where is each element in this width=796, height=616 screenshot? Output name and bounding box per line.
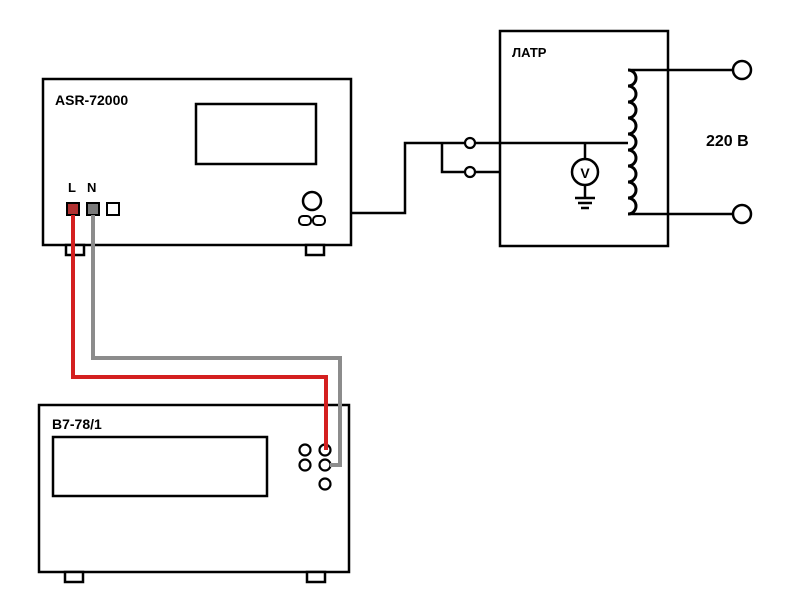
wire-n xyxy=(91,215,342,467)
b7-78-1-display xyxy=(51,435,269,498)
b7-78-1-unit: B7-78/1 xyxy=(37,403,351,584)
latr-body xyxy=(498,29,670,248)
jack xyxy=(298,458,312,472)
jack xyxy=(318,477,332,491)
mains-terminal-top xyxy=(731,59,753,81)
asr-72000-switch-left xyxy=(298,215,312,226)
latr-unit: ЛАТР V xyxy=(463,29,735,248)
latr-input-terminal xyxy=(463,165,477,179)
asr-72000-label: ASR-72000 xyxy=(55,92,128,108)
terminal-l-label: L xyxy=(68,180,76,195)
asr-72000-unit: ASR-72000 L N xyxy=(41,77,353,257)
b7-78-1-foot-right xyxy=(305,570,327,584)
asr-72000-switch-right xyxy=(312,215,326,226)
terminal-l xyxy=(66,202,80,216)
voltmeter-label: V xyxy=(580,165,590,181)
terminal-n xyxy=(86,202,100,216)
asr-72000-display xyxy=(194,102,318,166)
output-cable xyxy=(351,141,442,215)
mains-terminal-bottom xyxy=(731,203,753,225)
jack-n xyxy=(318,458,332,472)
b7-78-1-foot-left xyxy=(63,570,85,584)
jack xyxy=(298,443,312,457)
b7-78-1-label: B7-78/1 xyxy=(52,416,102,432)
output-cable-branch xyxy=(440,143,466,174)
latr-winding xyxy=(627,68,638,216)
terminal-ground xyxy=(106,202,120,216)
latr-input-terminal xyxy=(463,136,477,150)
wire-l xyxy=(71,215,328,450)
latr-label: ЛАТР xyxy=(512,45,547,60)
mains-voltage-label: 220 В xyxy=(706,133,749,150)
asr-72000-knob xyxy=(301,190,323,212)
asr-72000-foot-right xyxy=(304,243,326,257)
terminal-n-label: N xyxy=(87,180,96,195)
